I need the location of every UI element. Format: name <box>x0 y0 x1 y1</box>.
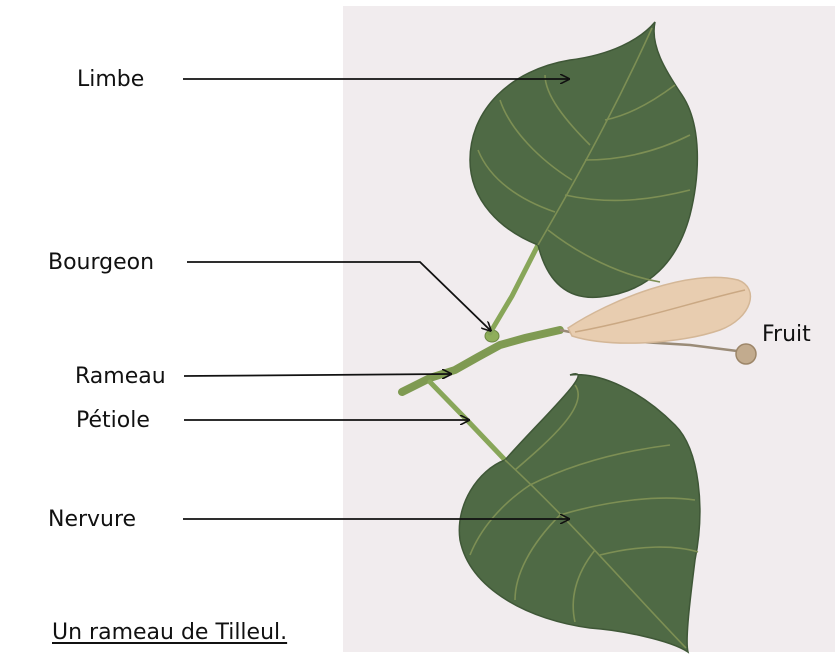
figure-caption: Un rameau de Tilleul. <box>52 622 287 644</box>
label-fruit: Fruit <box>762 324 811 346</box>
label-bourgeon: Bourgeon <box>48 252 154 274</box>
fruit-nutlet <box>736 344 756 364</box>
label-nervure: Nervure <box>48 509 136 531</box>
label-petiole: Pétiole <box>76 410 150 432</box>
label-limbe: Limbe <box>77 69 144 91</box>
label-rameau: Rameau <box>75 366 166 388</box>
